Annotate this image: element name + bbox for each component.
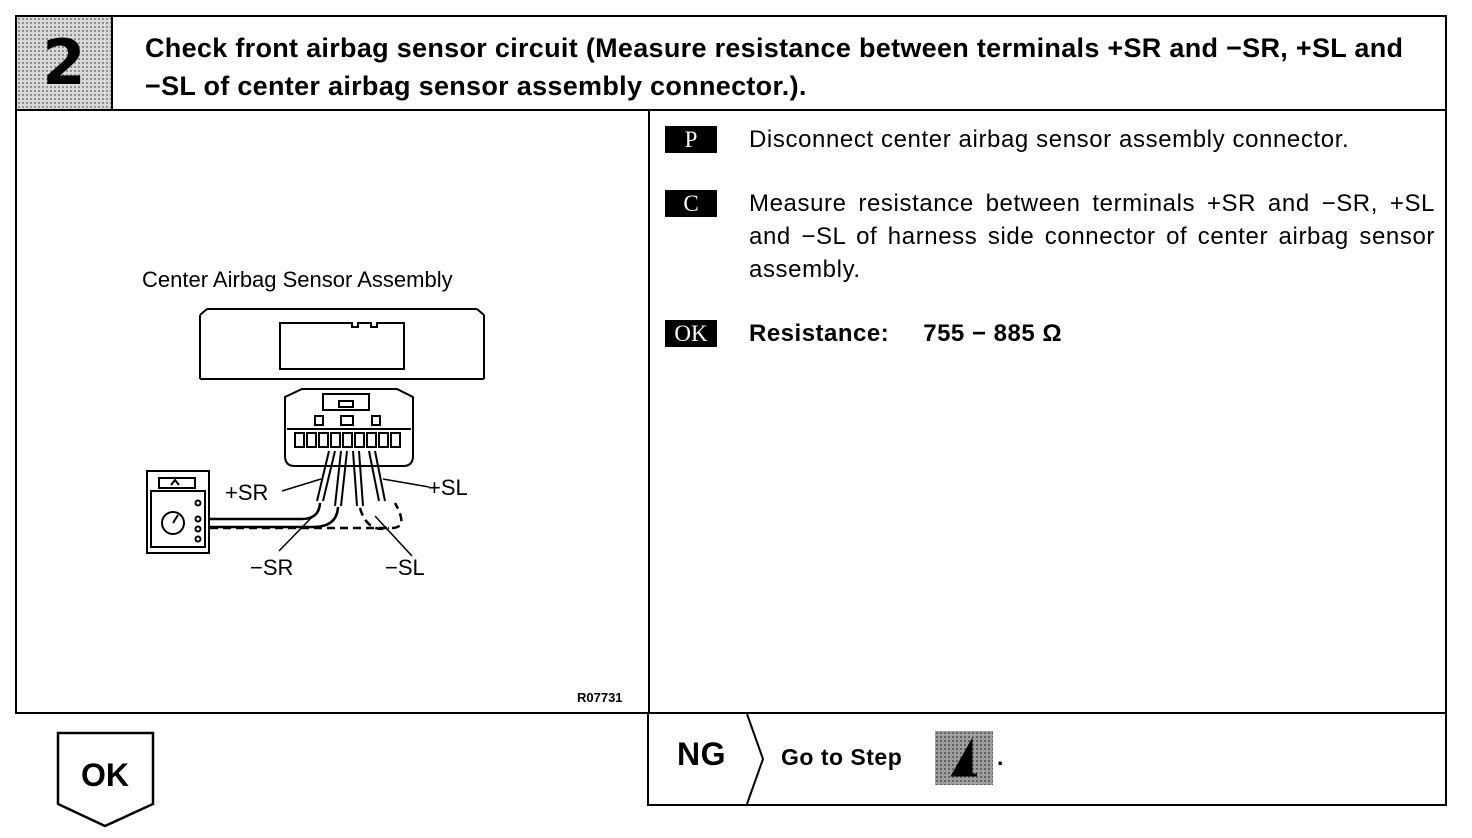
instruction-step-c: C Measure resistance between terminals +…: [665, 187, 1435, 286]
instruction-step-p: P Disconnect center airbag sensor assemb…: [665, 123, 1435, 156]
tester-leads: [209, 502, 403, 531]
instruction-text: Disconnect center airbag sensor assembly…: [749, 126, 1350, 153]
sensor-assembly: [199, 308, 485, 380]
figure-code: R07731: [577, 690, 623, 705]
ok-result-arrow: OK: [56, 731, 155, 828]
instruction-step-ok: OK Resistance: 755 − 885 Ω: [665, 317, 1435, 350]
ng-result-box: NG Go to Step .: [647, 712, 1447, 806]
chevron-right-icon: [746, 714, 765, 804]
test-probes: [316, 450, 386, 507]
resistance-label: Resistance:: [749, 320, 890, 347]
tag-ok-badge: OK: [665, 320, 717, 347]
resistance-value: 755 − 885 Ω: [923, 320, 1063, 347]
step-number: 2: [42, 26, 86, 99]
label-minus-sl: −SL: [385, 555, 425, 580]
ok-label: OK: [81, 757, 129, 793]
tag-c-badge: C: [665, 190, 717, 217]
step-title: Check front airbag sensor circuit (Measu…: [145, 33, 1404, 101]
ng-instruction: Go to Step: [781, 744, 903, 770]
diagram-panel: Center Airbag Sensor Assembly: [17, 111, 650, 712]
label-plus-sr: +SR: [225, 480, 268, 505]
step-number-box: 2: [17, 17, 113, 109]
connector: [284, 388, 414, 467]
tag-p-badge: P: [665, 126, 717, 153]
label-plus-sl: +SL: [428, 475, 468, 500]
instruction-text: Measure resistance between terminals +SR…: [749, 190, 1435, 283]
label-leaders: [278, 478, 430, 557]
step-body: Center Airbag Sensor Assembly: [15, 109, 1447, 714]
instruction-list: P Disconnect center airbag sensor assemb…: [665, 123, 1435, 381]
diagram-caption: Center Airbag Sensor Assembly: [142, 267, 453, 292]
resistance-spec: Resistance: 755 − 885 Ω: [749, 317, 1435, 350]
step-number-mark: [950, 737, 977, 777]
ng-period: .: [997, 744, 1004, 770]
target-step-box: [935, 731, 993, 785]
wiring-diagram: Center Airbag Sensor Assembly: [142, 267, 623, 705]
ng-label: NG: [677, 736, 726, 772]
ohmmeter-icon: [146, 470, 210, 554]
step-header: 2 Check front airbag sensor circuit (Mea…: [15, 15, 1447, 111]
label-minus-sr: −SR: [250, 555, 293, 580]
